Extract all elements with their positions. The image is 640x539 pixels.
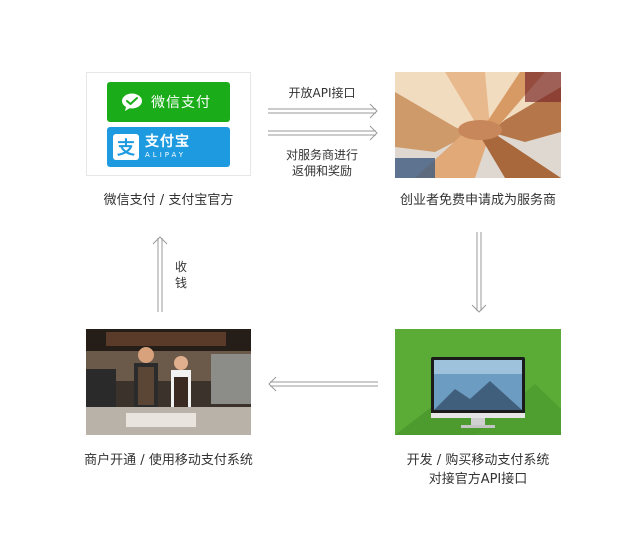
open-api-label: 开放API接口 <box>288 86 356 100</box>
development-caption-line2: 对接官方API接口 <box>428 472 528 487</box>
entrepreneurs-caption: 创业者免费申请成为服务商 <box>399 193 556 208</box>
computer-screen-illustration <box>395 329 561 435</box>
arrow-left <box>268 376 378 392</box>
arrow-down <box>471 232 487 313</box>
development-caption-line1: 开发 / 购买移动支付系统 <box>406 453 550 468</box>
merchant-shop-photo <box>86 329 251 435</box>
teamwork-hands-photo <box>395 72 561 178</box>
hands-illustration <box>395 72 561 178</box>
payments-caption: 微信支付 / 支付宝官方 <box>103 193 234 208</box>
monitor-illustration <box>395 329 561 435</box>
wechat-icon <box>122 93 142 111</box>
rebate-label-line2: 返佣和奖励 <box>291 164 352 178</box>
arrow-up <box>152 236 168 312</box>
shop-illustration <box>86 329 251 435</box>
wechat-pay-logo: 微信支付 <box>107 82 230 122</box>
rebate-label-line1: 对服务商进行 <box>285 148 358 162</box>
wechat-pay-label: 微信支付 <box>151 95 211 111</box>
alipay-en-label: ALIPAY <box>145 151 187 159</box>
arrow-right-upper <box>268 103 378 119</box>
merchant-caption: 商户开通 / 使用移动支付系统 <box>84 453 253 468</box>
payments-logo-card: 微信支付 支 支付宝 ALIPAY <box>86 72 251 176</box>
alipay-cn-label: 支付宝 <box>145 134 190 150</box>
arrow-right-lower <box>268 125 378 141</box>
collect-label-char2: 钱 <box>174 276 187 290</box>
collect-label-char1: 收 <box>174 260 187 274</box>
alipay-logo: 支 支付宝 ALIPAY <box>107 127 230 167</box>
alipay-icon: 支 <box>113 134 139 160</box>
